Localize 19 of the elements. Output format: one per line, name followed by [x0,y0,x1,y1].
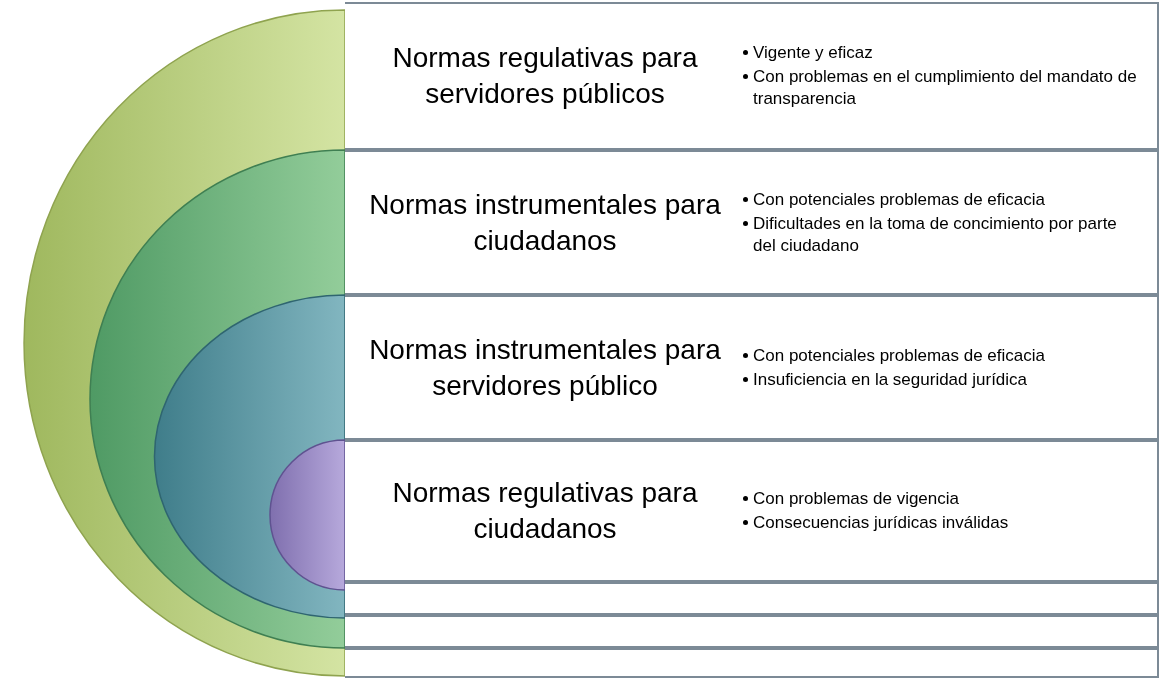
bullet-text: Con potenciales problemas de eficacia [753,344,1046,367]
category-heading: Normas instrumentales para servidores público [368,332,722,403]
empty-row [345,648,1159,678]
bullet-text: Insuficiencia en la seguridad jurídica [753,368,1029,391]
category-row [345,295,1159,440]
bullet-text: Con problemas de vigencia [753,488,960,510]
bullet-text: Consecuencias jurídicas inválidas [753,512,1010,534]
category-heading: Normas instrumentales para ciudadanos [368,187,722,258]
category-heading: Normas regulativas para ciudadanos [391,476,699,546]
empty-row [345,582,1159,615]
category-row [345,2,1159,150]
category-row [345,440,1159,582]
bullet-text: Con problemas en el cumplimiento del mandato de transparencia [753,66,1138,110]
bullet-text: Con potenciales problemas de eficacia [753,188,1046,211]
empty-row [345,615,1159,648]
bullet-text: Vigente y eficaz [753,42,874,64]
category-row [345,150,1159,295]
bullet-text: Dificultades en la toma de concimiento por parte del ciudadano [753,212,1118,257]
category-heading: Normas regulativas para servidores públicos [391,41,699,111]
